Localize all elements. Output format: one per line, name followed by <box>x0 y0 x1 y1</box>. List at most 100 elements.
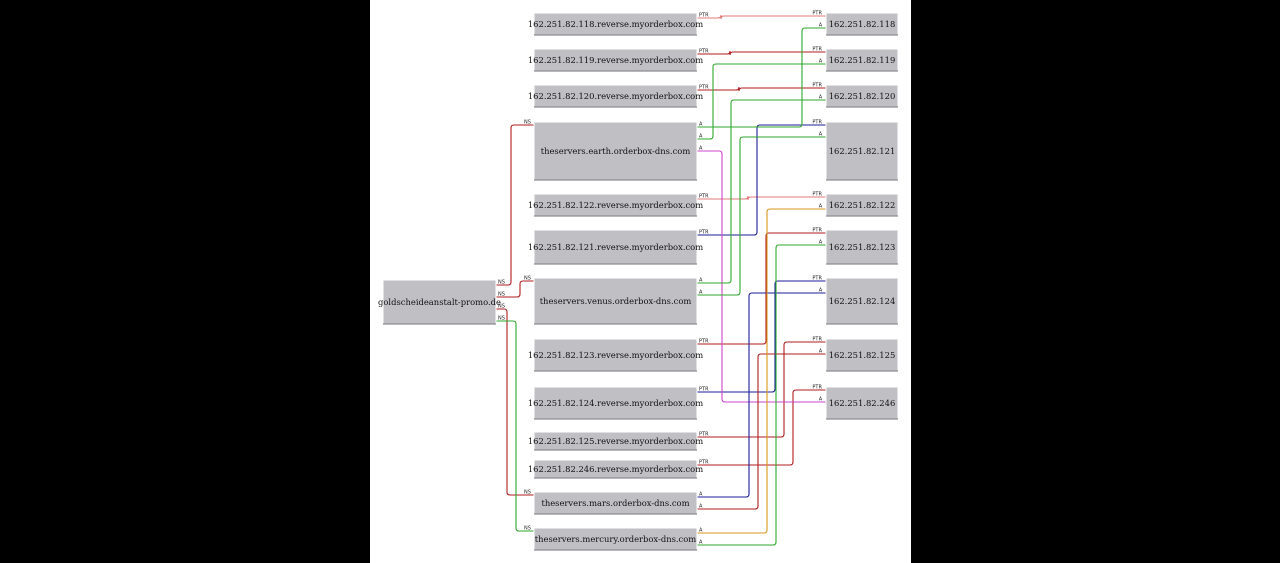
edge-type-label: A <box>699 528 703 534</box>
edge-a-mars-ip125 <box>697 353 826 510</box>
edge-ns-domain-mercury <box>496 320 534 532</box>
node-box <box>533 121 698 181</box>
edge-ptr-rev246-ip246 <box>697 389 826 466</box>
node-rev124[interactable]: 162.251.82.124.reverse.myorderbox.com <box>528 386 703 420</box>
edge-a-earth-ip246 <box>697 150 826 403</box>
edge-type-label: PTR <box>699 194 709 200</box>
nodes-layer: goldscheideanstalt-promo.de 162.251.82.11… <box>378 12 899 551</box>
node-rev118[interactable]: 162.251.82.118.reverse.myorderbox.com <box>528 12 703 36</box>
node-domain[interactable]: goldscheideanstalt-promo.de <box>378 279 501 325</box>
edge-ptr-rev118-ip118 <box>697 14 826 20</box>
edge-type-label: A <box>819 95 823 101</box>
node-mars[interactable]: theservers.mars.orderbox-dns.com <box>533 491 698 515</box>
edge-type-label: PTR <box>699 13 709 19</box>
edge-type-label: PTR <box>699 230 709 236</box>
node-label: 162.251.82.123 <box>829 242 896 252</box>
edge-a-venus-ip120 <box>697 99 826 284</box>
node-label: 162.251.82.125 <box>829 350 896 360</box>
node-label: 162.251.82.119.reverse.myorderbox.com <box>528 55 703 65</box>
node-label: 162.251.82.118.reverse.myorderbox.com <box>528 19 703 29</box>
node-label: 162.251.82.121 <box>829 146 896 156</box>
edge-type-label: A <box>699 122 703 128</box>
node-label: 162.251.82.121.reverse.myorderbox.com <box>528 242 703 252</box>
node-ip120[interactable]: 162.251.82.120 <box>825 84 899 108</box>
node-label: goldscheideanstalt-promo.de <box>378 297 501 307</box>
edge-type-label: A <box>699 146 703 152</box>
edge-type-label: NS <box>524 120 531 126</box>
edge-type-label: PTR <box>812 83 822 89</box>
node-ip118[interactable]: 162.251.82.118 <box>825 12 899 36</box>
node-ip123[interactable]: 162.251.82.123 <box>825 229 899 265</box>
node-label: 162.251.82.118 <box>829 19 896 29</box>
node-earth[interactable]: theservers.earth.orderbox-dns.com <box>533 121 698 181</box>
edge-type-label: NS <box>498 316 505 322</box>
edge-ptr-rev122-ip122 <box>697 195 826 201</box>
edge-type-label: NS <box>498 304 505 310</box>
node-label: theservers.mars.orderbox-dns.com <box>541 498 689 508</box>
edge-a-earth-ip119 <box>697 63 826 140</box>
edge-type-label: A <box>699 492 703 498</box>
edge-type-label: A <box>819 59 823 65</box>
node-label: theservers.mercury.orderbox-dns.com <box>535 534 697 544</box>
edge-a-mercury-ip122 <box>697 208 826 534</box>
node-label: 162.251.82.246.reverse.myorderbox.com <box>528 464 703 474</box>
node-label: 162.251.82.246 <box>829 398 896 408</box>
node-label: 162.251.82.125.reverse.myorderbox.com <box>528 436 703 446</box>
node-rev123[interactable]: 162.251.82.123.reverse.myorderbox.com <box>528 338 703 372</box>
node-label: 162.251.82.122 <box>829 200 896 210</box>
edge-type-label: NS <box>524 490 531 496</box>
node-rev125[interactable]: 162.251.82.125.reverse.myorderbox.com <box>528 431 703 451</box>
node-rev122[interactable]: 162.251.82.122.reverse.myorderbox.com <box>528 193 703 217</box>
edge-a-mercury-ip123 <box>697 244 826 546</box>
node-mercury[interactable]: theservers.mercury.orderbox-dns.com <box>533 527 698 551</box>
node-label: 162.251.82.124 <box>829 296 896 306</box>
edge-type-label: PTR <box>812 192 822 198</box>
node-box <box>533 386 698 420</box>
node-venus[interactable]: theservers.venus.orderbox-dns.com <box>533 277 698 325</box>
edge-ns-domain-mars <box>496 308 534 496</box>
node-ip246[interactable]: 162.251.82.246 <box>825 386 899 420</box>
edge-type-label: A <box>819 132 823 138</box>
node-label: 162.251.82.120 <box>829 91 896 101</box>
node-label: 162.251.82.119 <box>829 55 896 65</box>
node-ip124[interactable]: 162.251.82.124 <box>825 277 899 325</box>
edge-ptr-rev125-ip125 <box>697 341 826 438</box>
edge-type-label: A <box>819 349 823 355</box>
edge-type-label: PTR <box>699 85 709 91</box>
edge-type-label: A <box>819 288 823 294</box>
node-rev121[interactable]: 162.251.82.121.reverse.myorderbox.com <box>528 229 703 265</box>
edge-type-label: NS <box>524 526 531 532</box>
node-rev119[interactable]: 162.251.82.119.reverse.myorderbox.com <box>528 48 703 72</box>
edge-ptr-rev121-ip121 <box>697 124 826 236</box>
edge-type-label: PTR <box>699 460 709 466</box>
node-ip125[interactable]: 162.251.82.125 <box>825 338 899 372</box>
edge-type-label: A <box>819 397 823 403</box>
edge-type-label: PTR <box>812 11 822 17</box>
edge-type-label: A <box>819 23 823 29</box>
edge-type-label: A <box>699 290 703 296</box>
edge-a-earth-ip118 <box>697 27 826 128</box>
node-label: 162.251.82.123.reverse.myorderbox.com <box>528 350 703 360</box>
node-rev246[interactable]: 162.251.82.246.reverse.myorderbox.com <box>528 459 703 479</box>
node-label: theservers.venus.orderbox-dns.com <box>540 296 692 306</box>
edge-type-label: A <box>819 204 823 210</box>
edge-type-label: PTR <box>812 120 822 126</box>
node-rev120[interactable]: 162.251.82.120.reverse.myorderbox.com <box>528 84 703 108</box>
edge-ns-domain-earth <box>496 124 534 286</box>
node-ip122[interactable]: 162.251.82.122 <box>825 193 899 217</box>
edge-type-label: A <box>699 540 703 546</box>
edge-type-label: PTR <box>812 228 822 234</box>
node-box <box>533 338 698 372</box>
edge-type-label: A <box>699 278 703 284</box>
node-ip121[interactable]: 162.251.82.121 <box>825 121 899 181</box>
edge-type-label: PTR <box>699 339 709 345</box>
node-ip119[interactable]: 162.251.82.119 <box>825 48 899 72</box>
node-label: 162.251.82.122.reverse.myorderbox.com <box>528 200 703 210</box>
node-label: 162.251.82.124.reverse.myorderbox.com <box>528 398 703 408</box>
node-label: theservers.earth.orderbox-dns.com <box>541 146 691 156</box>
node-box <box>533 229 698 265</box>
edge-ns-domain-venus <box>496 280 534 298</box>
